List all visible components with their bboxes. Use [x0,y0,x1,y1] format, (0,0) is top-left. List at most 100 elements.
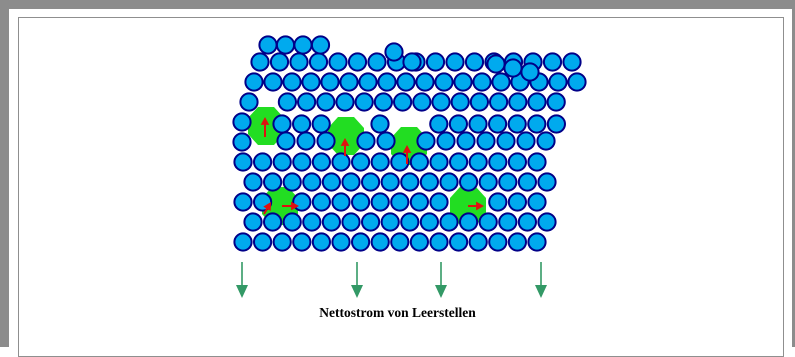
atom [370,192,390,212]
atom [409,232,429,252]
atom [320,72,340,92]
atom [419,212,439,232]
atom [292,232,312,252]
atom [412,92,432,112]
atom [275,35,296,55]
atom [491,72,511,92]
atom [276,131,296,151]
atom [517,172,538,192]
atom [253,232,273,252]
atom [370,114,390,134]
atom [429,152,449,172]
jump-arrow-head [263,202,271,211]
atom [449,232,469,252]
jump-arrow-group [260,117,484,215]
atom [409,192,429,212]
atom [498,172,518,192]
atom [527,192,547,212]
atom [488,232,508,252]
atom [390,232,410,252]
atom [542,52,563,72]
atom [302,212,322,232]
atom [361,172,381,192]
atom [311,152,331,172]
jump-arrow-head [340,138,350,146]
atom [351,192,371,212]
atom [316,92,336,112]
vacancy-diffusion-diagram [232,35,587,298]
atom-lattice [232,35,587,252]
atom [537,172,557,192]
jump-arrow-head [260,117,270,125]
atom [439,172,459,192]
flow-arrow-head [236,285,248,298]
atom [478,172,498,192]
figure-panel [18,17,784,357]
flow-arrow-head [435,285,447,298]
atom [434,72,454,92]
atom [272,114,292,134]
atom [503,58,523,78]
atom [488,152,508,172]
atom [516,131,536,151]
atom [321,172,341,192]
jump-arrow-head [291,201,299,211]
atom [373,92,393,112]
atom [380,212,400,232]
atom [464,52,485,72]
atom [507,152,528,172]
atom [400,212,420,232]
atom [331,232,351,252]
atom [384,42,404,62]
atom [439,212,459,232]
atom [419,172,439,192]
atom [341,212,361,232]
atom [520,62,540,82]
atom [370,232,390,252]
atom [282,172,302,192]
atom [468,232,488,252]
atom [527,232,547,252]
atom [567,72,587,92]
atom [370,152,390,172]
vacancy [328,117,364,155]
atom [376,131,396,151]
atom [233,152,253,172]
atom [507,114,527,134]
atom [263,172,283,192]
atom [402,52,422,72]
atom [486,54,506,74]
atom [548,72,568,92]
atom [308,52,329,72]
atom [377,72,397,92]
atom [449,152,469,172]
atom [393,92,413,112]
atom [328,52,348,72]
atom [380,172,400,192]
atom [425,52,446,72]
atom [562,52,582,72]
atom [361,212,381,232]
atom [507,192,528,212]
atom [243,212,263,232]
atom [351,152,371,172]
atom [409,152,429,172]
atom [356,131,376,151]
atom [297,92,317,112]
atom [277,92,297,112]
atom [250,52,270,72]
atom [536,131,556,151]
flow-arrow-head [535,285,547,298]
atom [429,232,449,252]
atom [292,114,312,134]
atom [546,92,566,112]
atom [456,131,476,151]
atom [272,232,292,252]
atom [436,131,456,151]
atom [476,131,496,151]
atom [431,92,451,112]
atom [258,35,278,55]
atom [311,192,331,212]
atom [459,212,479,232]
flow-arrow-head [351,285,363,298]
